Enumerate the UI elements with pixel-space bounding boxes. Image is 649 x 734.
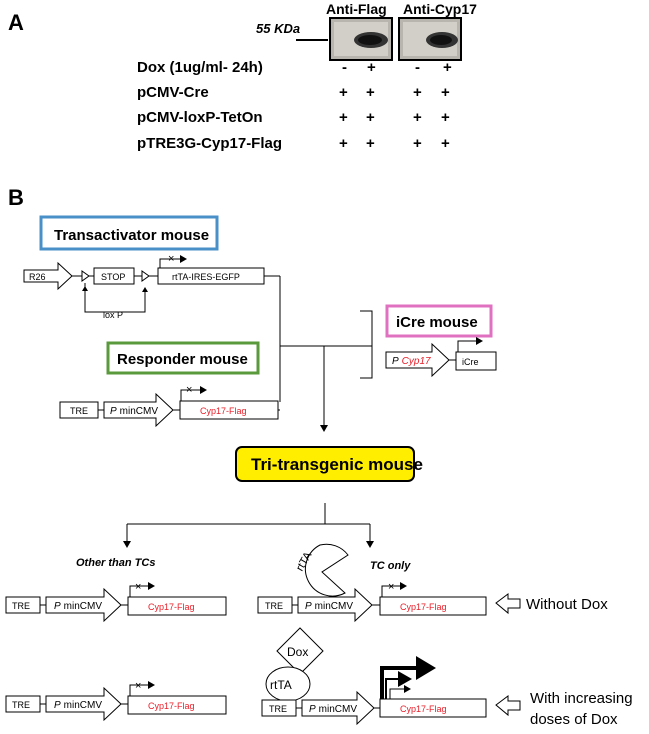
svg-text:×: ×	[135, 680, 141, 692]
svg-text:STOP: STOP	[101, 272, 125, 282]
svg-text:+: +	[339, 135, 348, 152]
svg-text:+: +	[339, 84, 348, 101]
row-pcmv-loxp-teton: pCMV-loxP-TetOn + + + +	[137, 109, 450, 126]
svg-text:+: +	[441, 84, 450, 101]
svg-text:Cyp17-Flag: Cyp17-Flag	[400, 704, 447, 714]
svg-text:×: ×	[388, 581, 394, 593]
blocked-mark: ×	[168, 253, 174, 265]
blot-label-cyp17: Anti-Cyp17	[403, 1, 477, 17]
blot-label-flag: Anti-Flag	[326, 1, 387, 17]
svg-text:+: +	[413, 84, 422, 101]
row-label: pTRE3G-Cyp17-Flag	[137, 135, 282, 152]
branch-left-label: Other than TCs	[76, 557, 155, 569]
rtta-bound-label: rtTA	[270, 678, 292, 692]
svg-text:-: -	[415, 59, 420, 76]
svg-text:+: +	[339, 109, 348, 126]
svg-text:+: +	[366, 135, 375, 152]
svg-text:+: +	[441, 109, 450, 126]
svg-text:Cyp17-Flag: Cyp17-Flag	[400, 602, 447, 612]
svg-text:+: +	[366, 84, 375, 101]
icre-title: iCre mouse	[396, 314, 478, 331]
svg-text:×: ×	[186, 384, 192, 396]
dox-label: Dox	[287, 645, 308, 659]
without-dox-label: Without Dox	[526, 596, 608, 613]
svg-text:Cyp17-Flag: Cyp17-Flag	[200, 406, 247, 416]
svg-text:+: +	[413, 135, 422, 152]
blot-anti-flag	[329, 17, 393, 61]
svg-text:R26: R26	[29, 272, 46, 282]
svg-text:+: +	[367, 59, 376, 76]
loxp-label: lox P	[103, 310, 123, 320]
svg-text:TRE: TRE	[265, 601, 283, 611]
svg-text:iCre: iCre	[462, 357, 479, 367]
svg-text:+: +	[441, 135, 450, 152]
with-dox-indicator: With increasing doses of Dox	[495, 690, 633, 728]
transactivator-construct: R26 STOP rtTA-IRES-EGFP × lox P	[23, 253, 265, 320]
svg-text:Cyp17-Flag: Cyp17-Flag	[148, 701, 195, 711]
row-label: Dox (1ug/ml- 24h)	[137, 59, 263, 76]
rtta-pacman: rtTA	[294, 543, 349, 597]
svg-text:-: -	[342, 59, 347, 76]
svg-text:TRE: TRE	[269, 704, 287, 714]
with-dox-label-2: doses of Dox	[530, 711, 618, 728]
connector-lines	[264, 275, 373, 432]
svg-text:rtTA-IRES-EGFP: rtTA-IRES-EGFP	[172, 272, 240, 282]
svg-text:+: +	[413, 109, 422, 126]
row-dox: Dox (1ug/ml- 24h) - + - +	[137, 59, 452, 76]
with-dox-label-1: With increasing	[530, 690, 633, 707]
svg-text:+: +	[443, 59, 452, 76]
transactivator-box	[39, 215, 219, 251]
row-ptre3g: pTRE3G-Cyp17-Flag + + + +	[137, 135, 450, 152]
panel-a-label: A	[8, 10, 24, 35]
svg-text:+: +	[366, 109, 375, 126]
row-pcmv-cre: pCMV-Cre + + + +	[137, 84, 450, 101]
blot-anti-cyp17	[398, 17, 462, 61]
row-label: pCMV-Cre	[137, 84, 209, 101]
without-dox-indicator: Without Dox	[495, 593, 608, 615]
tri-transgenic-title: Tri-transgenic mouse	[251, 455, 423, 474]
dox-rtta-complex: Dox rtTA	[265, 627, 324, 702]
tri-transgenic-box	[235, 446, 415, 482]
icre-box	[385, 304, 493, 338]
svg-text:TRE: TRE	[70, 406, 88, 416]
svg-text:Cyp17-Flag: Cyp17-Flag	[148, 602, 195, 612]
responder-box	[106, 341, 260, 375]
panel-b-label: B	[8, 185, 24, 210]
svg-text:TRE: TRE	[12, 601, 30, 611]
transactivator-title: Transactivator mouse	[54, 227, 209, 244]
responder-title: Responder mouse	[117, 351, 248, 368]
row-label: pCMV-loxP-TetOn	[137, 109, 263, 126]
svg-text:TRE: TRE	[12, 700, 30, 710]
branch-right-label: TC only	[370, 560, 411, 572]
branch-lines	[123, 503, 374, 548]
svg-text:×: ×	[135, 581, 141, 593]
kda-marker: 55 KDa	[256, 21, 300, 36]
